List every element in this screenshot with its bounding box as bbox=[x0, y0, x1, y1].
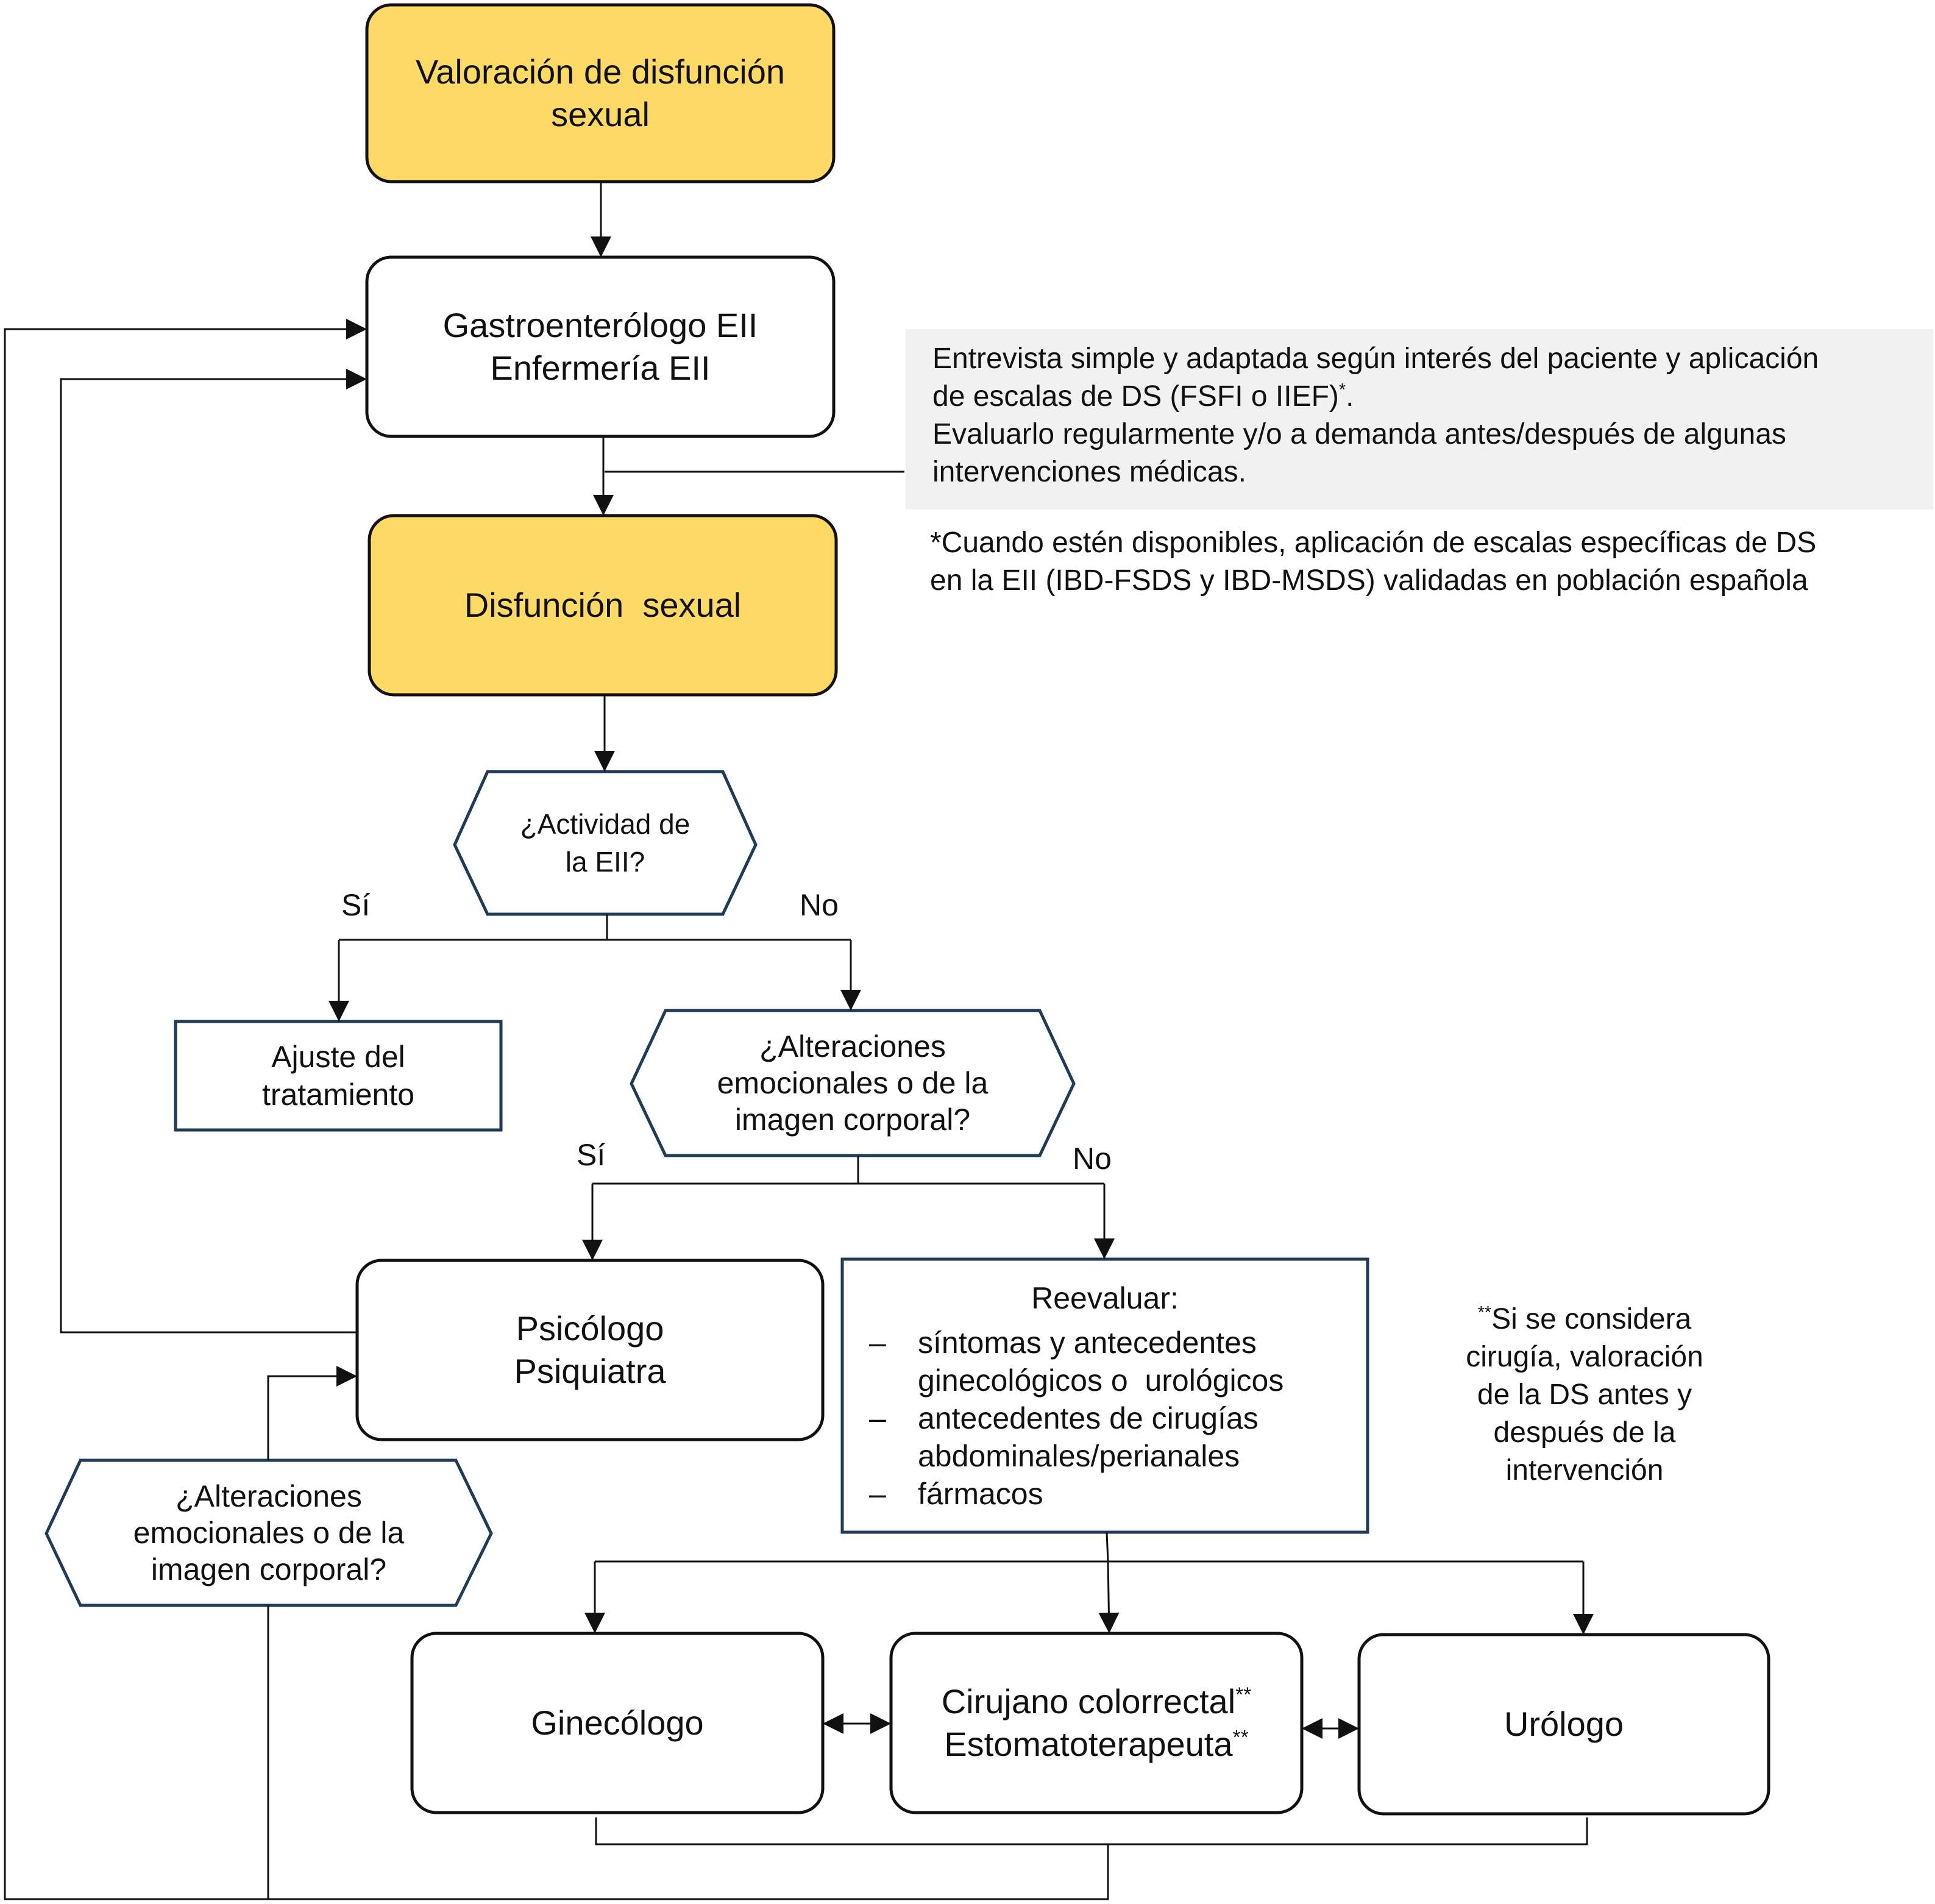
cirugia-line-2: cirugía, valoración bbox=[1466, 1341, 1703, 1373]
cirujano-node: Cirujano colorrectal** Estomatoterapeuta… bbox=[891, 1633, 1302, 1813]
ginecologo-line-1: Ginecólogo bbox=[531, 1703, 704, 1742]
psicologo-line-2: Psiquiatra bbox=[514, 1352, 666, 1390]
reevaluar-item-3-line-1: fármacos bbox=[918, 1477, 1043, 1511]
list-dash: – bbox=[869, 1477, 886, 1511]
reevaluar-title: Reevaluar: bbox=[842, 1279, 1368, 1318]
actividad-line-1: ¿Actividad de bbox=[520, 808, 691, 840]
cirujano-line-2: Estomatoterapeuta** bbox=[944, 1723, 1248, 1766]
reevaluar-item-2: – antecedentes de cirugías abdominales/p… bbox=[869, 1399, 1283, 1475]
valoracion-line-1: Valoración de disfunción bbox=[415, 52, 786, 91]
cirugia-line-1-text: Si se considera bbox=[1491, 1303, 1692, 1335]
reevaluar-item-3: – fármacos bbox=[869, 1475, 1283, 1513]
cirugia-line-1: **Si se considera bbox=[1426, 1301, 1743, 1338]
list-dash: – bbox=[869, 1401, 886, 1435]
entrevista-asterisk: * bbox=[1338, 380, 1346, 400]
entrevista-line-4: intervenciones médicas. bbox=[932, 456, 1246, 488]
psicologo-node: Psicólogo Psiquiatra bbox=[357, 1260, 823, 1440]
reevaluar-item-2-line-2: abdominales/perianales bbox=[918, 1439, 1240, 1473]
reevaluar-item-1-line-2: ginecológicos o urológicos bbox=[918, 1363, 1284, 1398]
arrow-psicologo-back-to-gastro bbox=[60, 369, 367, 1334]
ajuste-box bbox=[174, 1020, 503, 1132]
urologo-node: Urólogo bbox=[1359, 1635, 1769, 1814]
gastro-line-2: Enfermería EII bbox=[490, 349, 711, 387]
escalas-note: *Cuando estén disponibles, aplicación de… bbox=[930, 524, 1816, 600]
cirugia-line-5: intervención bbox=[1505, 1454, 1664, 1487]
psicologo-box bbox=[355, 1259, 825, 1441]
cirujano-line-2-text: Estomatoterapeuta bbox=[944, 1725, 1233, 1763]
entrevista-note: Entrevista simple y adaptada según inter… bbox=[906, 329, 1933, 510]
alteraciones-1-node: ¿Alteraciones emocionales o de la imagen… bbox=[631, 1011, 1074, 1156]
disfuncion-line-1: Disfunción sexual bbox=[464, 586, 742, 624]
label-no-alteraciones: No bbox=[1073, 1142, 1112, 1176]
label-si-alteraciones: Sí bbox=[577, 1138, 606, 1172]
cirugia-line-4: después de la bbox=[1493, 1416, 1676, 1449]
cirujano-mark-2: ** bbox=[1232, 1726, 1249, 1749]
label-no-actividad: No bbox=[800, 888, 839, 922]
actividad-line-2: la EII? bbox=[565, 846, 645, 878]
psicologo-line-1: Psicólogo bbox=[516, 1309, 664, 1348]
alteraciones-2-line-2: emocionales o de la bbox=[133, 1516, 405, 1550]
reevaluar-box bbox=[840, 1257, 1369, 1534]
gastro-line-1: Gastroenterólogo EII bbox=[442, 306, 758, 344]
actividad-hexagon bbox=[453, 770, 758, 916]
urologo-line-1: Urólogo bbox=[1504, 1705, 1624, 1743]
entrevista-line-2: de escalas de DS (FSFI o IIEF)*. bbox=[932, 378, 1933, 416]
cirujano-line-1: Cirujano colorrectal** bbox=[942, 1680, 1252, 1723]
cirugia-mark: ** bbox=[1477, 1303, 1492, 1323]
gastro-node: Gastroenterólogo EII Enfermería EII bbox=[367, 257, 834, 436]
alteraciones-1-hexagon bbox=[630, 1009, 1076, 1157]
entrevista-line-2-text: de escalas de DS (FSFI o IIEF) bbox=[932, 380, 1339, 413]
ajuste-node: Ajuste del tratamiento bbox=[176, 1021, 501, 1130]
cirujano-line-1-text: Cirujano colorrectal bbox=[941, 1682, 1236, 1721]
ajuste-line-2: tratamiento bbox=[261, 1078, 415, 1112]
entrevista-line-2-end: . bbox=[1346, 380, 1354, 413]
arrow-specialists-back-to-gastro bbox=[4, 319, 1109, 1900]
alteraciones-2-line-3: imagen corporal? bbox=[151, 1552, 387, 1586]
escalas-line-1: *Cuando estén disponibles, aplicación de… bbox=[930, 527, 1817, 559]
ajuste-line-1: Ajuste del bbox=[271, 1040, 405, 1074]
actividad-node: ¿Actividad de la EII? bbox=[455, 772, 756, 914]
reevaluar-item-1-line-1: síntomas y antecedentes bbox=[918, 1326, 1257, 1360]
arrow-alteraciones-2-to-psicologo bbox=[267, 1366, 357, 1460]
alteraciones-2-line-1: ¿Alteraciones bbox=[176, 1479, 362, 1513]
alteraciones-1-line-3: imagen corporal? bbox=[734, 1103, 971, 1137]
reevaluar-item-1: – síntomas y antecedentes ginecológicos … bbox=[869, 1324, 1283, 1399]
urologo-box bbox=[1357, 1633, 1770, 1816]
alteraciones-1-line-1: ¿Alteraciones bbox=[759, 1029, 946, 1064]
disfuncion-node: Disfunción sexual bbox=[369, 516, 836, 695]
alteraciones-2-node: ¿Alteraciones emocionales o de la imagen… bbox=[46, 1460, 491, 1605]
cirugia-line-3: de la DS antes y bbox=[1477, 1379, 1692, 1411]
entrevista-line-1: Entrevista simple y adaptada según inter… bbox=[932, 343, 1819, 375]
reevaluar-title-text: Reevaluar: bbox=[1031, 1281, 1179, 1315]
cirujano-mark-1: ** bbox=[1235, 1683, 1252, 1707]
ginecologo-node: Ginecólogo bbox=[412, 1633, 823, 1813]
reevaluar-list: – síntomas y antecedentes ginecológicos … bbox=[869, 1324, 1283, 1513]
alteraciones-2-hexagon bbox=[44, 1458, 493, 1607]
label-si-actividad: Sí bbox=[341, 888, 371, 922]
alteraciones-1-line-2: emocionales o de la bbox=[717, 1066, 989, 1100]
escalas-line-2: en la EII (IBD-FSDS y IBD-MSDS) validada… bbox=[930, 564, 1808, 597]
valoracion-line-2: sexual bbox=[551, 95, 650, 133]
list-dash: – bbox=[869, 1326, 886, 1360]
reevaluar-item-2-line-1: antecedentes de cirugías bbox=[918, 1401, 1259, 1435]
arrow-to-cirujano bbox=[1098, 1561, 1120, 1634]
reevaluar-split bbox=[1106, 1532, 1109, 1562]
entrevista-line-3: Evaluarlo regularmente y/o a demanda ant… bbox=[932, 418, 1786, 450]
specialists-join-line bbox=[595, 1817, 1588, 1845]
cirugia-note: **Si se considera cirugía, valoración de… bbox=[1426, 1301, 1743, 1490]
valoracion-node: Valoración de disfunción sexual bbox=[367, 5, 834, 182]
